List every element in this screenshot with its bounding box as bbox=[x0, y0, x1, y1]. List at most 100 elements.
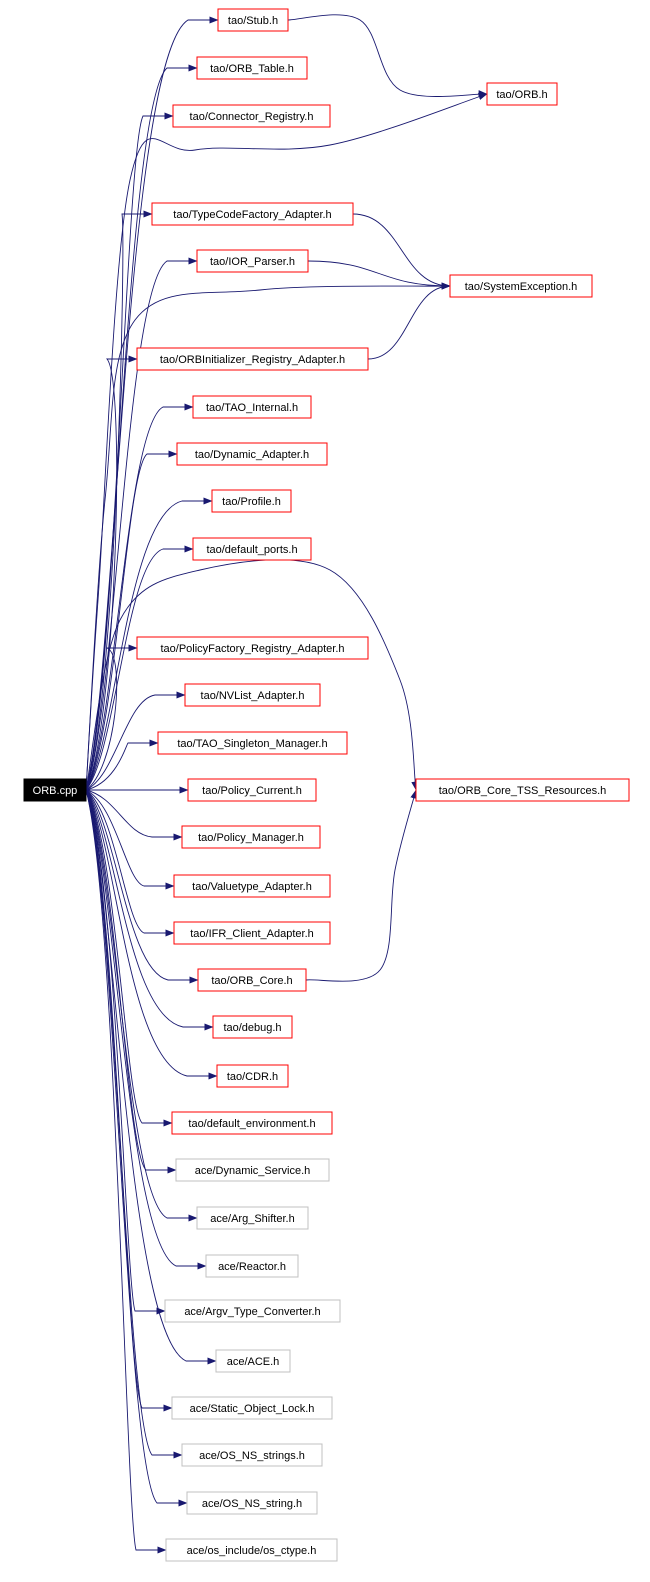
node-cdr[interactable]: tao/CDR.h bbox=[216, 1064, 289, 1088]
node-label: tao/TypeCodeFactory_Adapter.h bbox=[173, 209, 331, 221]
node-debug[interactable]: tao/debug.h bbox=[212, 1015, 293, 1039]
node-sysexc[interactable]: tao/SystemException.h bbox=[449, 274, 593, 298]
edge-orb_cpp-to-debug bbox=[85, 789, 214, 1031]
node-label: ace/Argv_Type_Converter.h bbox=[184, 1306, 320, 1318]
node-stub[interactable]: tao/Stub.h bbox=[217, 8, 289, 32]
node-ifr_client[interactable]: tao/IFR_Client_Adapter.h bbox=[173, 921, 331, 945]
node-valuetype[interactable]: tao/Valuetype_Adapter.h bbox=[173, 874, 331, 898]
node-def_env[interactable]: tao/default_environment.h bbox=[171, 1111, 333, 1135]
node-def_ports[interactable]: tao/default_ports.h bbox=[192, 537, 312, 561]
node-box bbox=[216, 1064, 289, 1088]
node-box bbox=[415, 778, 630, 802]
edge-orb_cpp-to-ior_parser bbox=[85, 257, 198, 791]
nodes-layer: ORB.cpp tao/Stub.h tao/ORB_Table.h tao/Conn… bbox=[23, 8, 630, 1562]
node-label: tao/default_ports.h bbox=[206, 544, 297, 556]
node-box bbox=[23, 778, 87, 802]
edge-orb_cpp-to-os_ctype bbox=[85, 789, 167, 1554]
node-box bbox=[186, 1491, 318, 1515]
edge-orb_cpp-to-nvlist bbox=[85, 691, 186, 791]
node-tss_res[interactable]: tao/ORB_Core_TSS_Resources.h bbox=[415, 778, 630, 802]
edge-orb_cpp-to-conn_reg bbox=[85, 112, 174, 791]
node-box bbox=[173, 921, 331, 945]
node-label: ace/ACE.h bbox=[227, 1356, 280, 1368]
node-label: ace/Arg_Shifter.h bbox=[210, 1213, 294, 1225]
node-label: ace/OS_NS_string.h bbox=[202, 1498, 302, 1510]
edges-layer bbox=[85, 14, 488, 1554]
edge-orb_cpp-to-singleton bbox=[85, 739, 159, 791]
node-pol_manager[interactable]: tao/Policy_Manager.h bbox=[181, 825, 321, 849]
node-box bbox=[192, 537, 312, 561]
edge-orb_cpp-to-dyn_adapter bbox=[85, 450, 178, 791]
node-profile[interactable]: tao/Profile.h bbox=[211, 489, 292, 513]
node-label: tao/Policy_Current.h bbox=[202, 785, 302, 797]
node-box bbox=[217, 8, 289, 32]
node-box bbox=[197, 968, 307, 992]
node-box bbox=[187, 778, 317, 802]
edge-orb_cpp-to-argv_conv bbox=[85, 789, 166, 1315]
node-label: ace/Dynamic_Service.h bbox=[195, 1165, 311, 1177]
node-os_ctype[interactable]: ace/os_include/os_ctype.h bbox=[165, 1538, 338, 1562]
node-box bbox=[486, 82, 558, 106]
node-ace_h[interactable]: ace/ACE.h bbox=[215, 1349, 291, 1373]
node-box bbox=[215, 1349, 291, 1373]
node-box bbox=[205, 1254, 299, 1278]
node-argv_conv[interactable]: ace/Argv_Type_Converter.h bbox=[164, 1299, 341, 1323]
edge-orb_cpp-to-profile bbox=[85, 497, 213, 791]
node-box bbox=[171, 1396, 333, 1420]
node-label: tao/TAO_Internal.h bbox=[206, 402, 298, 414]
edge-stub-to-orb_h bbox=[287, 14, 488, 98]
edge-orb_cpp-to-tss_res bbox=[85, 559, 419, 791]
node-box bbox=[212, 1015, 293, 1039]
node-ns_strings[interactable]: ace/OS_NS_strings.h bbox=[181, 1443, 323, 1467]
node-orb_h[interactable]: tao/ORB.h bbox=[486, 82, 558, 106]
node-box bbox=[181, 825, 321, 849]
node-box bbox=[196, 56, 308, 80]
edge-orb_cpp-to-ifr_client bbox=[85, 789, 175, 937]
node-orbinit_reg[interactable]: tao/ORBInitializer_Registry_Adapter.h bbox=[136, 347, 369, 371]
node-static_lock[interactable]: ace/Static_Object_Lock.h bbox=[171, 1396, 333, 1420]
node-tcf_adapter[interactable]: tao/TypeCodeFactory_Adapter.h bbox=[151, 202, 354, 226]
node-singleton[interactable]: tao/TAO_Singleton_Manager.h bbox=[157, 731, 348, 755]
node-box bbox=[211, 489, 292, 513]
node-ns_string[interactable]: ace/OS_NS_string.h bbox=[186, 1491, 318, 1515]
node-conn_reg[interactable]: tao/Connector_Registry.h bbox=[172, 104, 331, 128]
node-dyn_adapter[interactable]: tao/Dynamic_Adapter.h bbox=[176, 442, 328, 466]
edge-orbinit_reg-to-sysexc bbox=[367, 282, 451, 360]
node-polfac_reg[interactable]: tao/PolicyFactory_Registry_Adapter.h bbox=[136, 636, 369, 660]
edge-orb_cpp-to-polfac_reg bbox=[85, 644, 138, 791]
node-label: tao/ORBInitializer_Registry_Adapter.h bbox=[160, 354, 345, 366]
node-ior_parser[interactable]: tao/IOR_Parser.h bbox=[196, 249, 309, 273]
node-box bbox=[157, 731, 348, 755]
edge-orb_cpp-to-def_ports bbox=[85, 545, 194, 791]
edge-orb_cpp-to-ns_strings bbox=[85, 789, 183, 1459]
edge-orb_cpp-to-cdr bbox=[85, 789, 218, 1080]
node-label: ace/Reactor.h bbox=[218, 1261, 286, 1273]
node-label: tao/Dynamic_Adapter.h bbox=[195, 449, 309, 461]
edge-orb_cpp-to-orbinit_reg bbox=[85, 355, 138, 791]
node-box bbox=[196, 249, 309, 273]
node-label: tao/IFR_Client_Adapter.h bbox=[190, 928, 314, 940]
node-box bbox=[176, 442, 328, 466]
node-pol_current[interactable]: tao/Policy_Current.h bbox=[187, 778, 317, 802]
node-label: tao/TAO_Singleton_Manager.h bbox=[177, 738, 327, 750]
edge-orb_cpp-to-orb_h bbox=[85, 93, 488, 791]
node-orb_table[interactable]: tao/ORB_Table.h bbox=[196, 56, 308, 80]
node-reactor[interactable]: ace/Reactor.h bbox=[205, 1254, 299, 1278]
node-orb_core[interactable]: tao/ORB_Core.h bbox=[197, 968, 307, 992]
node-arg_shifter[interactable]: ace/Arg_Shifter.h bbox=[196, 1206, 309, 1230]
node-box bbox=[181, 1443, 323, 1467]
node-label: ORB.cpp bbox=[33, 785, 78, 797]
node-box bbox=[136, 347, 369, 371]
node-label: tao/NVList_Adapter.h bbox=[201, 690, 305, 702]
node-nvlist[interactable]: tao/NVList_Adapter.h bbox=[184, 683, 321, 707]
edge-ior_parser-to-sysexc bbox=[307, 260, 451, 290]
edge-orb_cpp-to-valuetype bbox=[85, 789, 175, 890]
node-tao_internal[interactable]: tao/TAO_Internal.h bbox=[192, 395, 312, 419]
edge-orb_cpp-to-orb_core bbox=[85, 789, 199, 984]
edge-orb_cpp-to-tao_internal bbox=[85, 403, 194, 791]
node-label: tao/SystemException.h bbox=[465, 281, 578, 293]
node-dyn_service[interactable]: ace/Dynamic_Service.h bbox=[175, 1158, 330, 1182]
edge-orb_cpp-to-arg_shifter bbox=[85, 789, 198, 1222]
node-label: tao/ORB_Core_TSS_Resources.h bbox=[439, 785, 607, 797]
